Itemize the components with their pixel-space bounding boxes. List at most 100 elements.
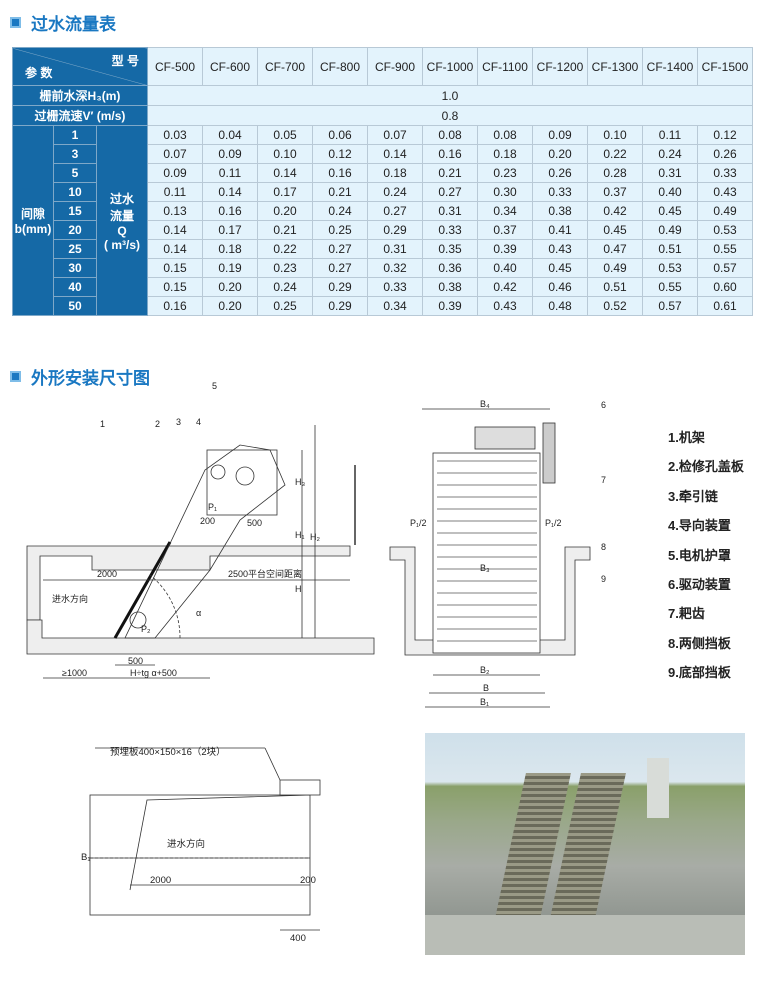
flow-value-cell: 0.16: [147, 296, 203, 316]
flow-value-cell: 0.24: [642, 144, 698, 164]
flow-value-cell: 0.12: [312, 144, 368, 164]
legend-item: 1.机架: [668, 430, 705, 445]
flow-value-cell: 0.40: [477, 258, 533, 278]
model-header: CF-500: [147, 47, 203, 86]
flow-value-cell: 0.33: [532, 182, 588, 202]
gap-label: 间隙 b(mm): [12, 125, 54, 316]
flow-value-cell: 0.29: [312, 277, 368, 297]
flow-value-cell: 0.51: [587, 277, 643, 297]
velocity-label: 过栅流速V′ (m/s): [12, 105, 148, 126]
flow-value-cell: 0.22: [587, 144, 643, 164]
flow-value-cell: 0.33: [422, 220, 478, 240]
flow-value-cell: 0.33: [697, 163, 753, 183]
dim-B: B: [483, 683, 489, 693]
callout-1: 1: [100, 419, 105, 429]
gap-value: 25: [53, 239, 97, 259]
flow-value-cell: 0.09: [202, 144, 258, 164]
dim-B3: B₃: [480, 563, 490, 573]
flow-value-cell: 0.34: [477, 201, 533, 221]
flow-value-cell: 0.07: [147, 144, 203, 164]
flow-value-cell: 0.26: [532, 163, 588, 183]
model-header: CF-600: [202, 47, 258, 86]
plan-view-drawing: 预埋板400×150×16（2块） 进水方向 B₁ 2000 200 400: [81, 746, 321, 944]
corner-header: 型 号 参 数: [12, 47, 148, 86]
flow-value-cell: 0.33: [367, 277, 423, 297]
flow-value-cell: 0.09: [147, 163, 203, 183]
section-title-dimensions: 外形安装尺寸图: [10, 364, 150, 389]
legend-item: 5.电机护罩: [668, 547, 731, 563]
flow-value-cell: 0.23: [257, 258, 313, 278]
flow-value-cell: 0.08: [477, 125, 533, 145]
flow-value-cell: 0.20: [257, 201, 313, 221]
flow-value-cell: 0.45: [532, 258, 588, 278]
dim-500-top: 500: [247, 518, 262, 528]
flow-value-cell: 0.38: [532, 201, 588, 221]
flow-value-cell: 0.55: [642, 277, 698, 297]
flow-value-cell: 0.18: [202, 239, 258, 259]
dim-1000: ≥1000: [62, 668, 87, 678]
flow-value-cell: 0.13: [147, 201, 203, 221]
flow-value-cell: 0.34: [367, 296, 423, 316]
flow-value-cell: 0.11: [147, 182, 203, 202]
flow-value-cell: 0.17: [202, 220, 258, 240]
flow-value-cell: 0.42: [477, 277, 533, 297]
flow-value-cell: 0.21: [312, 182, 368, 202]
flow-value-cell: 0.39: [422, 296, 478, 316]
gap-value: 15: [53, 201, 97, 221]
legend-item: 3.牵引链: [668, 488, 718, 504]
dim-2000: 2000: [150, 875, 171, 886]
dim-2000: 2000: [97, 569, 117, 579]
callout-7: 7: [601, 475, 606, 485]
flow-value-cell: 0.14: [147, 239, 203, 259]
model-header: CF-1400: [642, 47, 698, 86]
flow-value-cell: 0.18: [367, 163, 423, 183]
param-label: 参 数: [25, 66, 53, 80]
model-label: 型 号: [111, 54, 139, 68]
flow-value-cell: 0.26: [697, 144, 753, 164]
dim-B1: B₁: [480, 697, 489, 707]
flow-value-cell: 0.14: [147, 220, 203, 240]
model-header: CF-700: [257, 47, 313, 86]
flow-value-cell: 0.60: [697, 277, 753, 297]
flow-value-cell: 0.53: [642, 258, 698, 278]
gap-value: 20: [53, 220, 97, 240]
flow-value-cell: 0.45: [642, 201, 698, 221]
model-header: CF-1100: [477, 47, 533, 86]
flow-value-cell: 0.10: [257, 144, 313, 164]
callout-2: 2: [155, 419, 160, 429]
dim-200: 200: [200, 516, 215, 526]
section-title-flow-table: 过水流量表: [10, 10, 116, 35]
flow-value-cell: 0.57: [697, 258, 753, 278]
flow-value-cell: 0.25: [257, 296, 313, 316]
flow-value-cell: 0.20: [202, 296, 258, 316]
flow-value-cell: 0.41: [532, 220, 588, 240]
dim-B4: B₄: [480, 399, 490, 409]
flow-value-cell: 0.31: [422, 201, 478, 221]
flow-value-cell: 0.25: [312, 220, 368, 240]
flow-value-cell: 0.20: [202, 277, 258, 297]
front-view-drawing: B₄ B₃ B₂ B B₁ P₁/2 P₁/2 6 7 8 9: [389, 399, 606, 708]
flow-value-cell: 0.11: [642, 125, 698, 145]
flow-value-cell: 0.38: [422, 277, 478, 297]
flow-value-cell: 0.48: [532, 296, 588, 316]
flow-value-cell: 0.42: [587, 201, 643, 221]
dim-H1: H₁: [295, 530, 305, 540]
flow-value-cell: 0.21: [257, 220, 313, 240]
gap-value: 1: [53, 125, 97, 145]
flow-value-cell: 0.16: [422, 144, 478, 164]
callout-8: 8: [601, 542, 606, 552]
callout-9: 9: [601, 574, 606, 584]
flow-value-cell: 0.12: [697, 125, 753, 145]
model-header: CF-1300: [587, 47, 643, 86]
bullet-icon: [10, 17, 21, 28]
flow-value-cell: 0.51: [642, 239, 698, 259]
flow-label: 过水 流量 Q ( m³/s): [96, 125, 148, 316]
callout-5: 5: [212, 381, 217, 391]
flow-value-cell: 0.15: [147, 258, 203, 278]
embed-plate-label: 预埋板400×150×16（2块）: [110, 746, 226, 758]
dim-500-bottom: 500: [128, 656, 143, 666]
flow-value-cell: 0.16: [312, 163, 368, 183]
flow-value-cell: 0.03: [147, 125, 203, 145]
flow-value-cell: 0.08: [422, 125, 478, 145]
